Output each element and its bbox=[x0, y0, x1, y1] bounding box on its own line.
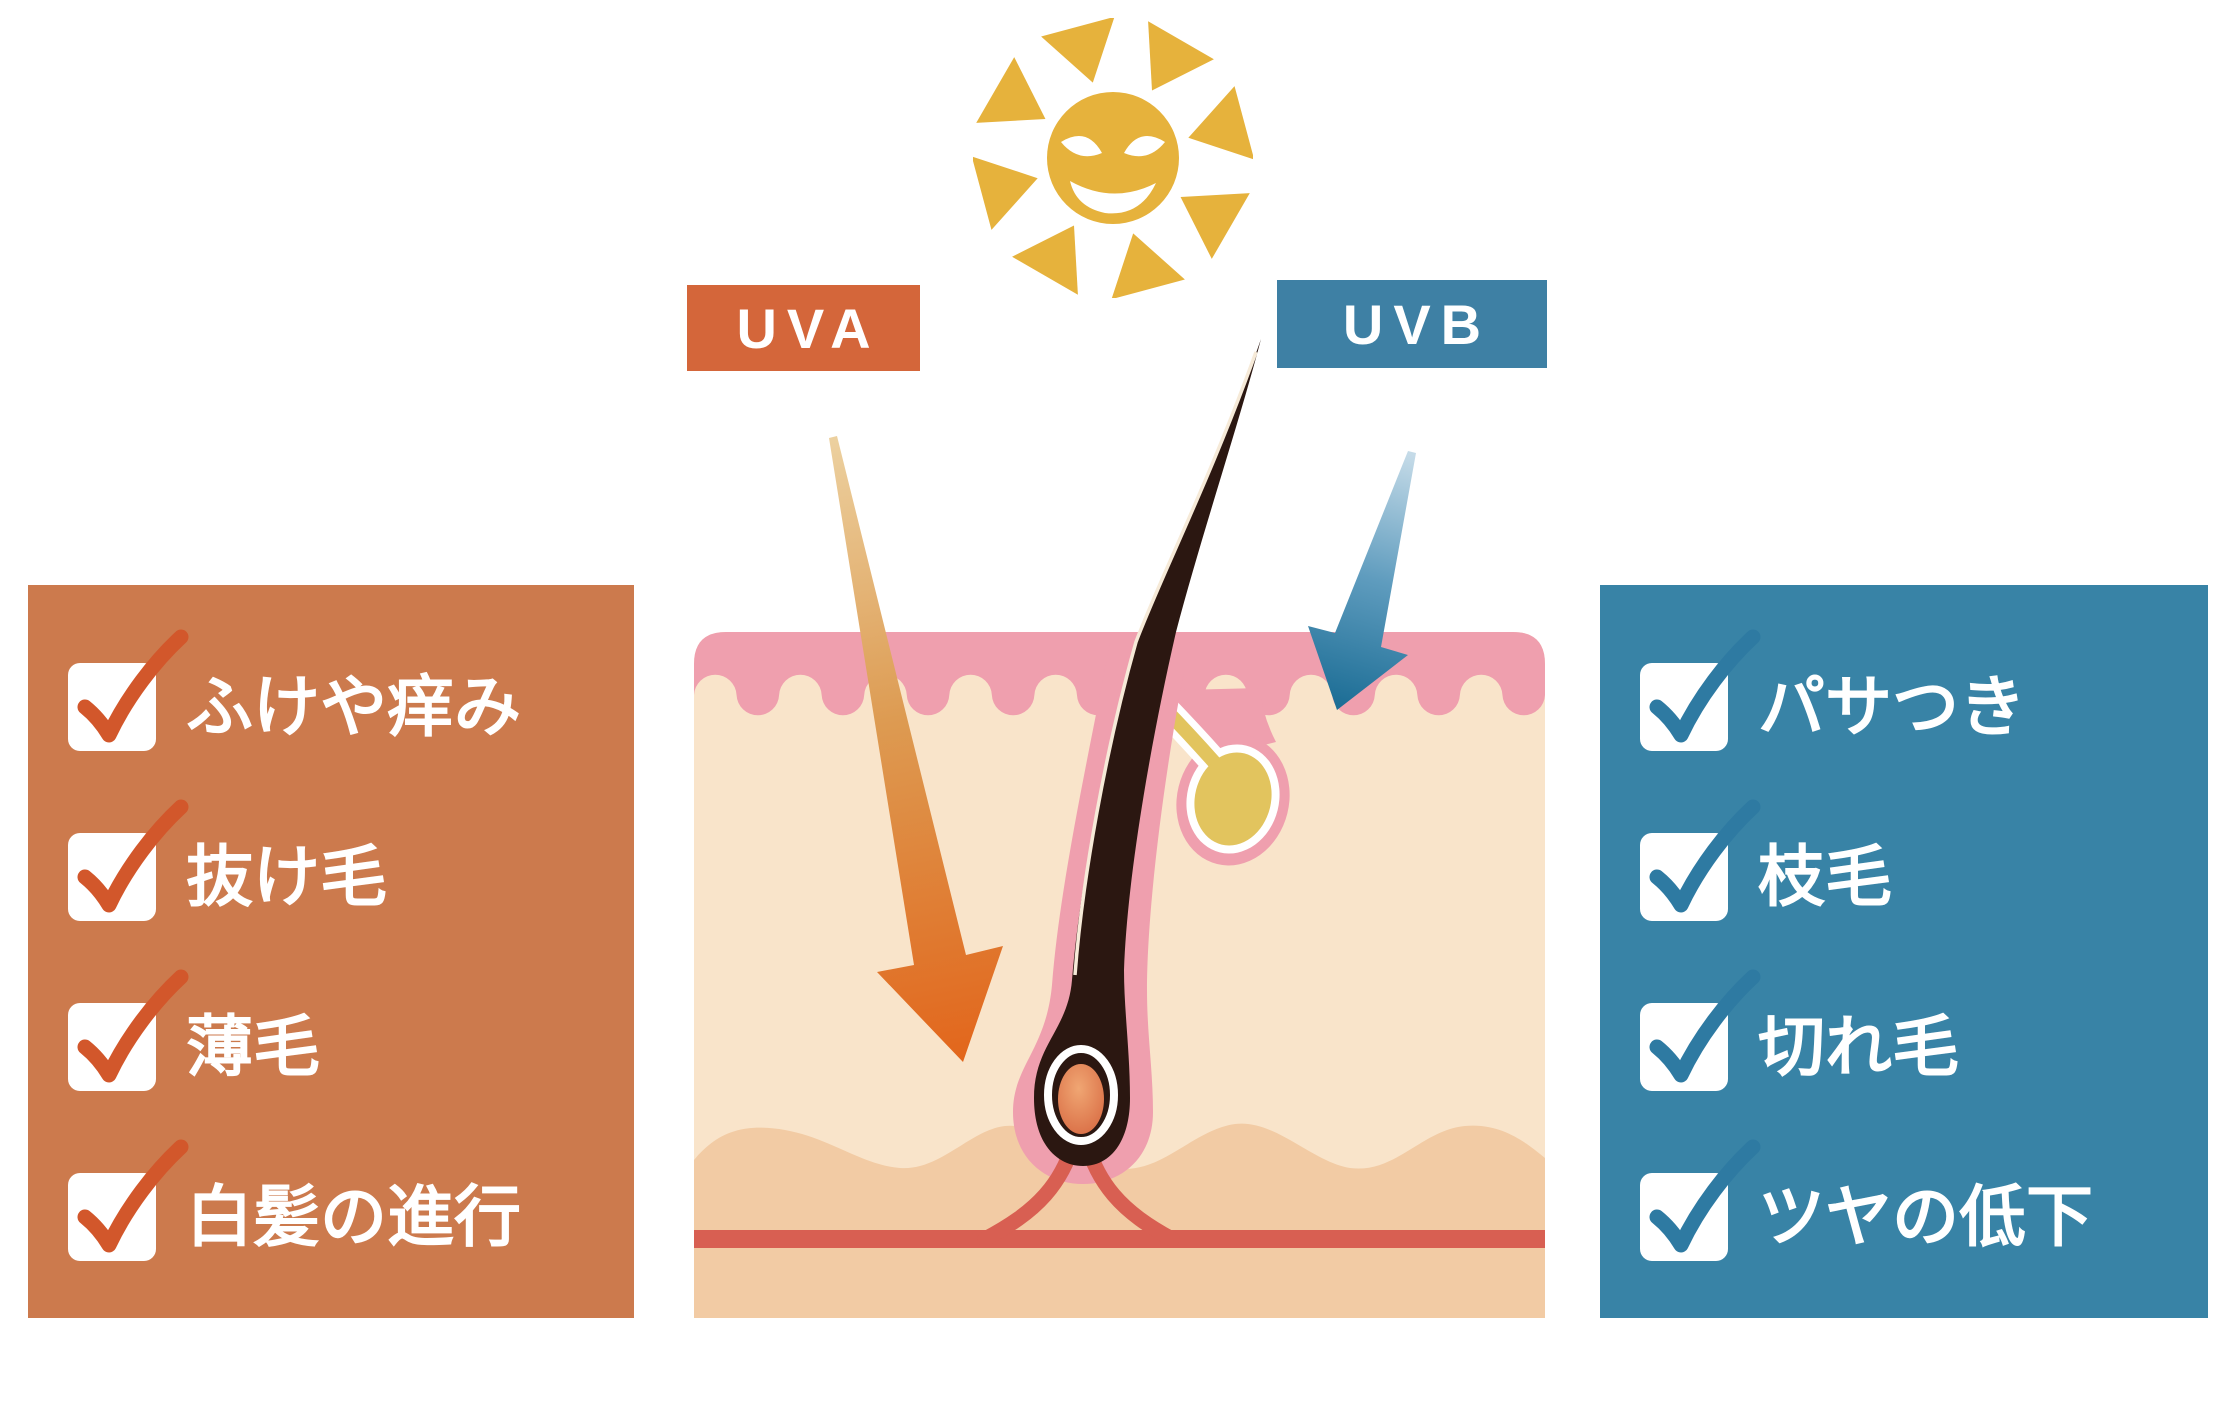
blood-vessel bbox=[694, 1230, 1545, 1248]
skin-cross-section-diagram bbox=[693, 339, 1545, 1318]
list-item: ツヤの低下 bbox=[1640, 1139, 2093, 1263]
checkbox-checked-icon bbox=[68, 799, 189, 921]
sun-right-eye bbox=[1124, 136, 1165, 157]
checkbox-checked-icon bbox=[1640, 1139, 1761, 1261]
uvb-label: UVB bbox=[1277, 280, 1547, 368]
sun-left-eye bbox=[1061, 136, 1102, 157]
list-item: 白髪の進行 bbox=[68, 1139, 521, 1263]
subcutaneous-layer bbox=[694, 1123, 1545, 1318]
damage-item-label: 抜け毛 bbox=[186, 839, 387, 915]
checkbox-checked-icon bbox=[1640, 629, 1761, 751]
uvb-damage-panel: パサつき 枝毛 切れ毛 ツヤの低下 bbox=[1600, 585, 2208, 1318]
hair-bulb-ring bbox=[1044, 1045, 1118, 1145]
sun-rays bbox=[973, 18, 1253, 298]
list-item: 薄毛 bbox=[68, 969, 320, 1093]
list-item: ふけや痒み bbox=[68, 629, 521, 753]
uva-label-text: UVA bbox=[736, 296, 881, 360]
checkbox-checked-icon bbox=[1640, 799, 1761, 921]
list-item: 抜け毛 bbox=[68, 799, 387, 923]
damage-item-label: 切れ毛 bbox=[1758, 1009, 1959, 1085]
damage-item-label: パサつき bbox=[1758, 669, 2026, 745]
damage-item-label: 薄毛 bbox=[186, 1009, 320, 1085]
damage-item-label: 枝毛 bbox=[1758, 839, 1892, 915]
list-item: 切れ毛 bbox=[1640, 969, 1959, 1093]
list-item: 枝毛 bbox=[1640, 799, 1892, 923]
damage-item-label: ふけや痒み bbox=[186, 669, 521, 745]
hair-shaft bbox=[1034, 339, 1261, 1166]
damage-item-label: ツヤの低下 bbox=[1758, 1179, 2093, 1255]
sebaceous-gland bbox=[1148, 688, 1290, 866]
hair-papilla bbox=[1058, 1064, 1104, 1134]
uva-damage-panel: ふけや痒み 抜け毛 薄毛 白髪の進行 bbox=[28, 585, 634, 1318]
checkbox-checked-icon bbox=[68, 629, 189, 751]
uva-label: UVA bbox=[687, 285, 920, 371]
list-item: パサつき bbox=[1640, 629, 2026, 753]
hair-highlight bbox=[1073, 351, 1258, 976]
uvb-label-text: UVB bbox=[1342, 292, 1492, 356]
sun-icon bbox=[973, 18, 1253, 298]
uva-arrow bbox=[829, 436, 1003, 1062]
uvb-arrow bbox=[1308, 451, 1416, 710]
checkbox-checked-icon bbox=[68, 1139, 189, 1261]
checkbox-checked-icon bbox=[1640, 969, 1761, 1091]
checkbox-checked-icon bbox=[68, 969, 189, 1091]
sun-smirk-mouth bbox=[1070, 181, 1156, 214]
damage-item-label: 白髪の進行 bbox=[186, 1179, 521, 1255]
